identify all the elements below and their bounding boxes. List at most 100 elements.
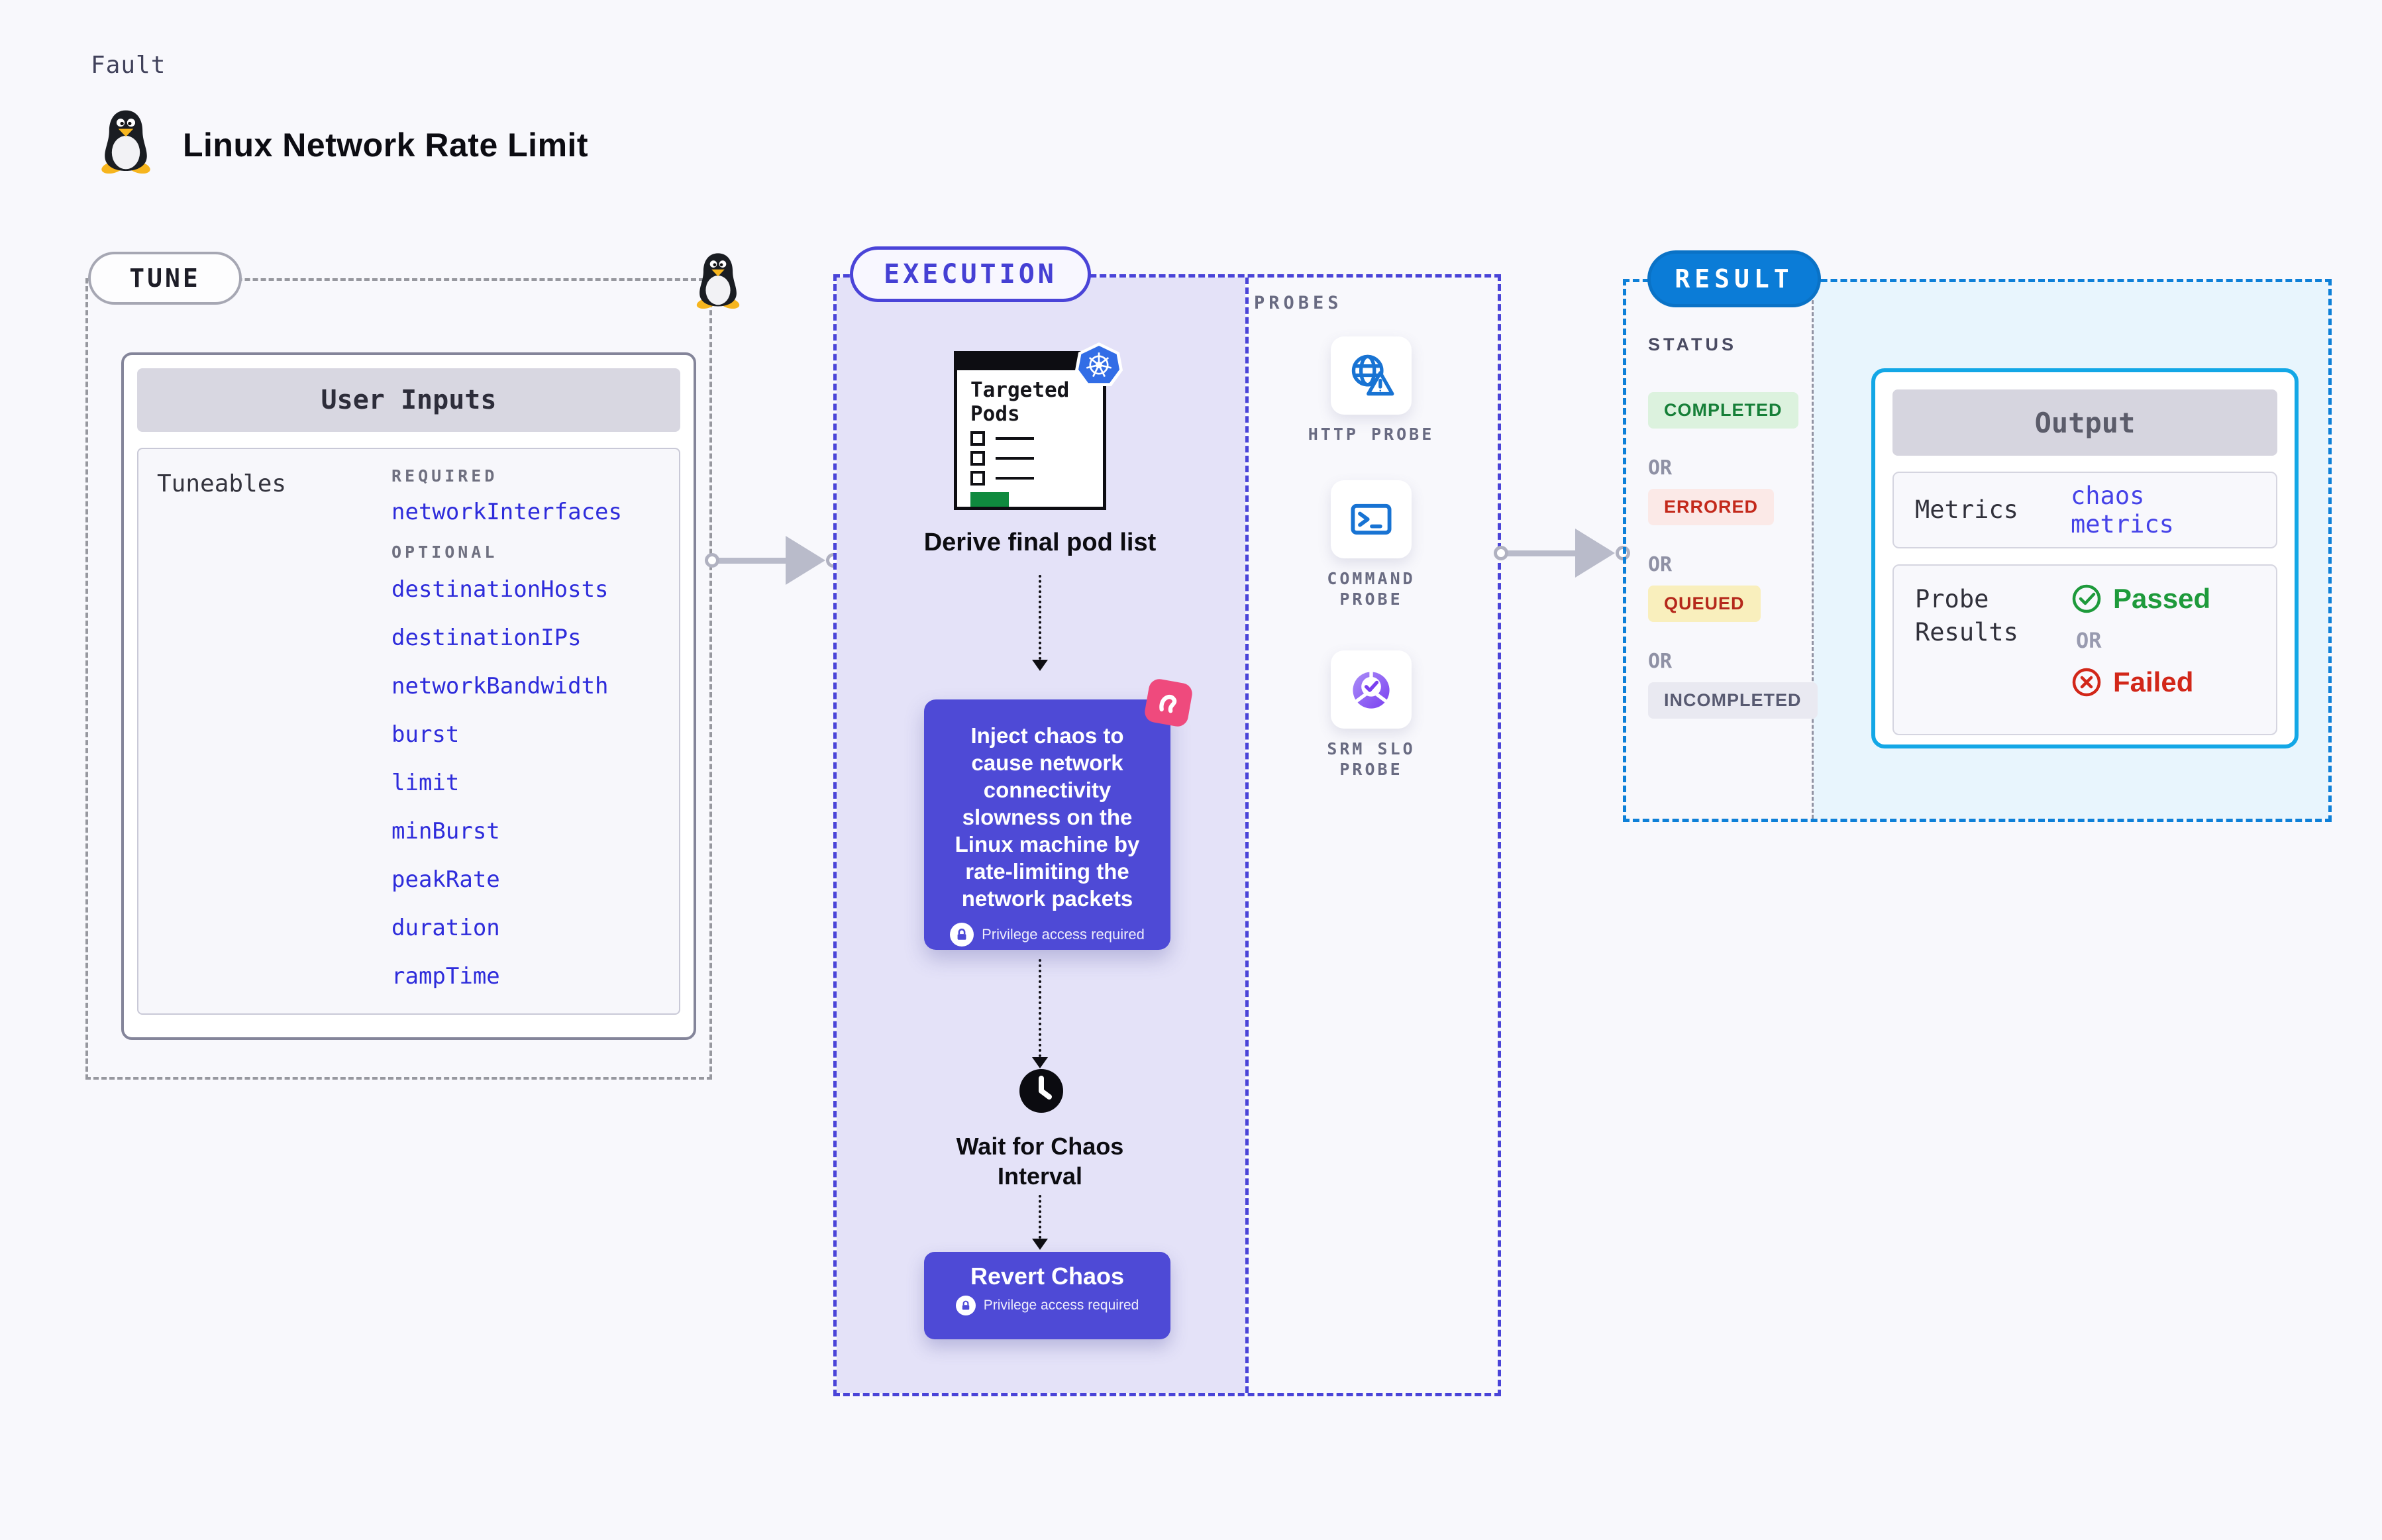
arrow-down-icon [1032,1239,1048,1250]
probe-results-values: Passed OR Failed [2071,583,2210,698]
or-label: OR [2076,628,2102,653]
linux-tux-icon [97,109,155,174]
probes-label: PROBES [1254,293,1343,313]
page-title: Linux Network Rate Limit [183,127,589,164]
probe-results-label: Probe Results [1915,585,2018,646]
param-link[interactable]: destinationHosts [391,576,609,603]
chaos-knot-icon [1143,677,1194,729]
command-probe-card [1331,480,1412,558]
status-label: STATUS [1648,334,1737,354]
linux-tux-corner-icon [693,252,743,309]
probe-name: SRM SLO PROBE [1327,739,1416,779]
metrics-row: Metrics chaos metrics [1892,472,2277,548]
passed-row: Passed [2071,583,2210,615]
checkbox-icon [970,451,985,466]
arrow-head-icon [786,536,825,585]
param-link[interactable]: peakRate [391,866,500,893]
http-probe-card [1331,336,1412,415]
checkbox-icon [970,471,985,486]
wait-chaos-label: Wait for Chaos Interval [956,1133,1124,1190]
required-label: REQUIRED [391,466,498,486]
output-title: Output [1892,389,2277,456]
metrics-value[interactable]: chaos metrics [2071,482,2174,539]
inject-chaos-text: Inject chaos to cause network connectivi… [955,723,1140,911]
status-output-divider [1812,282,1814,819]
arrow-down-icon [1032,1057,1048,1068]
execution-pill: EXECUTION [850,246,1091,302]
connector-dotted-line [1039,959,1041,1057]
revert-chaos-step: Revert Chaos Privilege access required [924,1252,1170,1339]
list-line [996,477,1034,480]
targeted-pods-card: Targeted Pods [954,342,1123,510]
checkbox-icon [970,431,985,446]
connector-dot-icon [705,553,719,568]
arrow-tune-to-execution [719,558,788,564]
result-pill: RESULT [1647,250,1821,307]
probe-name: HTTP PROBE [1308,425,1435,444]
revert-chaos-label: Revert Chaos [970,1262,1125,1290]
list-line [996,437,1034,440]
status-list: COMPLETED OR ERRORED OR QUEUED OR INCOMP… [1648,392,1818,719]
x-circle-icon [2072,668,2101,697]
param-link[interactable]: duration [391,915,500,941]
list-line [996,457,1034,460]
pod-list-row [970,471,1103,486]
param-link[interactable]: networkInterfaces [391,499,622,525]
status-badge: COMPLETED [1648,392,1798,429]
pod-list-row [970,431,1103,446]
check-circle-icon [2072,584,2101,613]
optional-label: OPTIONAL [391,542,498,562]
arrow-probes-to-result [1508,550,1577,556]
tune-zone [85,278,712,1080]
privilege-row: Privilege access required [924,923,1170,947]
or-label: OR [1648,553,1673,576]
srm-slo-probe-card [1331,650,1412,729]
privilege-note: Privilege access required [982,926,1145,943]
fault-kicker: Fault [91,52,166,79]
param-link[interactable]: rampTime [391,963,500,990]
privilege-row: Privilege access required [924,1296,1170,1315]
param-link[interactable]: limit [391,770,460,796]
passed-label: Passed [2113,583,2211,614]
param-link[interactable]: networkBandwidth [391,673,609,699]
probe-name: COMMAND PROBE [1327,569,1416,609]
kubernetes-icon [1075,342,1123,386]
metrics-label: Metrics [1915,495,2018,524]
param-link[interactable]: destinationIPs [391,625,582,651]
status-badge: ERRORED [1648,489,1775,525]
clock-icon [1019,1069,1063,1113]
lock-icon [950,923,974,947]
connector-dot-icon [1494,546,1508,560]
connector-dotted-line [1039,1195,1041,1239]
globe-alert-icon [1351,354,1394,396]
targeted-pods-title: Targeted Pods [970,378,1070,426]
terminal-icon [1351,503,1392,535]
status-badge: INCOMPLETED [1648,682,1818,719]
connector-dotted-line [1039,575,1041,660]
tune-pill: TUNE [88,252,242,305]
or-label: OR [1648,456,1673,480]
progress-bar [970,492,1009,507]
arrow-head-icon [1575,529,1615,578]
failed-row: Failed [2071,666,2210,698]
privilege-note: Privilege access required [983,1298,1139,1313]
probe-results-row: Probe Results Passed OR Failed [1892,564,2277,735]
arrow-down-icon [1032,660,1048,671]
failed-label: Failed [2113,666,2194,697]
pod-list-row [970,451,1103,466]
tuneables-panel: Tuneables REQUIRED networkInterfaces OPT… [137,448,680,1015]
output-card: Output Metrics chaos metrics Probe Resul… [1871,368,2299,748]
status-badge: QUEUED [1648,586,1761,622]
tuneables-list: REQUIRED networkInterfaces OPTIONAL dest… [391,466,622,1011]
execution-probes-divider [1245,278,1249,1393]
param-link[interactable]: minBurst [391,818,500,845]
user-inputs-card: User Inputs Tuneables REQUIRED networkIn… [121,352,696,1040]
user-inputs-title: User Inputs [137,368,680,432]
slo-gauge-icon [1353,670,1390,709]
or-label: OR [1648,650,1673,673]
param-link[interactable]: burst [391,721,460,748]
derive-pod-list-label: Derive final pod list [923,529,1157,556]
tuneables-label: Tuneables [157,470,287,497]
inject-chaos-step: Inject chaos to cause network connectivi… [924,677,1194,950]
